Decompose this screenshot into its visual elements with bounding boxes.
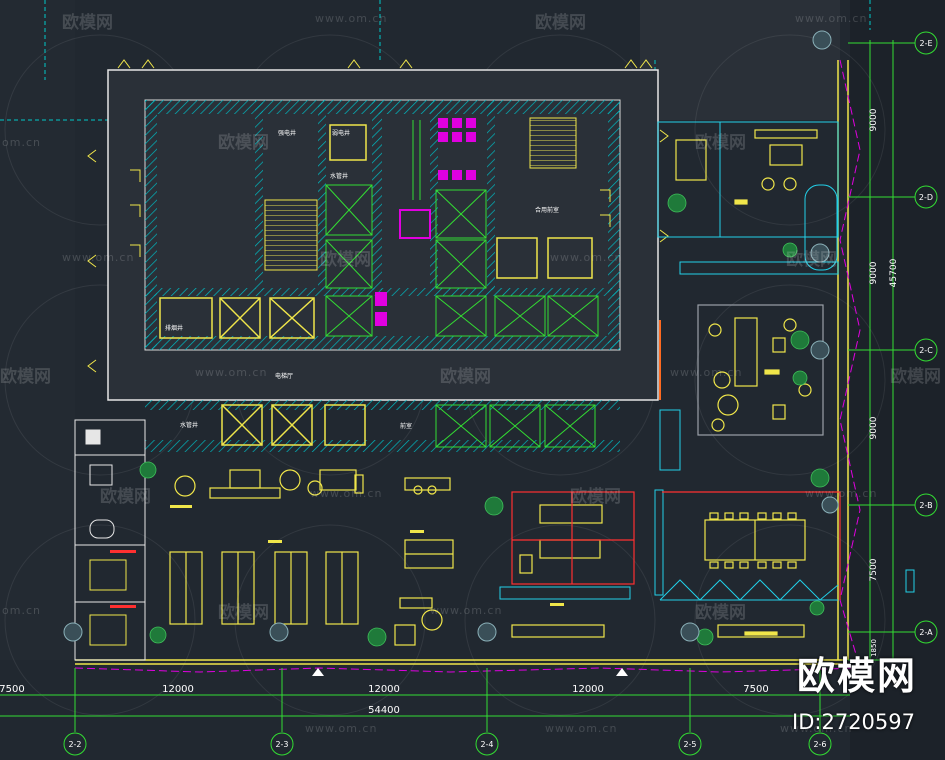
right-office-furniture [675,129,824,638]
axis-bubble-label: 2-4 [480,740,493,749]
watermark-url: www.om.cn [550,251,623,264]
axis-bubble-label: 2-5 [683,740,696,749]
right-axis-text: 2-E 2-D 2-C 2-B 2-A [919,39,933,637]
elevator-shafts [325,184,599,448]
core-room-labels: 合用前室 水管井 强电井 弱电井 电梯厅 排烟井 水管井 前室 [165,129,559,430]
left-red-markers [110,550,136,608]
left-service-rooms [74,419,146,661]
open-office-cyan-cabinet [499,409,681,600]
bottom-axis-bubbles [63,732,832,756]
right-axis-grid [848,40,915,661]
watermark-url: www.om.cn [305,722,378,735]
dimension-label: 1850 [870,639,878,657]
room-label: 电梯厅 [275,372,293,380]
axis-bubble-label: 2-E [919,39,932,48]
watermark-brand: 欧模网 [786,250,837,270]
watermark-brand: 欧模网 [440,367,491,387]
watermark-brand: 欧模网 [570,487,621,507]
dimension-label: 9000 [869,108,879,131]
magenta-equipment [375,118,476,326]
watermark-url: om.cn [2,136,41,149]
watermark-url: www.om.cn [670,366,743,379]
dimension-total: 54400 [368,705,400,716]
watermark-url: www.om.cn [195,366,268,379]
room-label: 前室 [400,422,412,430]
open-office-labels [170,505,564,606]
watermark-brand: 欧模网 [218,133,269,153]
watermark-brand: 欧模网 [320,250,371,270]
core-hatched-walls [145,100,620,452]
dimension-label: 7500 [0,684,25,695]
watermark-brand: 欧模网 [100,487,151,507]
open-office-furniture [169,469,605,646]
brand-badge-id: ID:2720597 [792,710,915,734]
room-label: 水管井 [180,421,198,429]
magenta-outline [74,59,861,673]
dimension-label: 9000 [869,416,879,439]
right-red-markers [662,491,841,600]
watermark-brand: 欧模网 [890,367,941,387]
axis-bubble-label: 2-3 [275,740,288,749]
watermark-brand: 欧模网 [695,133,746,153]
bottom-dimension-text: 7500 12000 12000 12000 7500 54400 [0,684,769,716]
watermark-url: www.om.cn [315,12,388,25]
dimension-label: 12000 [368,684,400,695]
shaft-boxes [159,124,593,446]
column-circles [63,30,839,642]
watermark-url: www.om.cn [545,722,618,735]
watermark-url: www.om.cn [62,251,135,264]
bottom-axis-text: 2-2 2-3 2-4 2-5 2-6 [68,740,826,749]
adjacent-building-area [640,0,840,120]
bottom-axis-grid [0,668,850,732]
room-label: 合用前室 [535,206,559,214]
bottom-entrance-arrows [312,668,628,676]
axis-bubble-label: 2-A [919,628,933,637]
staircase-right [529,117,577,169]
axis-bubble-label: 2-2 [68,740,81,749]
watermark-brand: 欧模网 [695,603,746,623]
plant-icons [139,193,830,647]
right-axis-bubbles [914,31,938,644]
door-symbols [87,59,669,373]
watermark-url: www.om.cn [805,487,878,500]
brand-badge-title: 欧模网 [796,654,917,698]
right-office-rooms [654,121,839,596]
room-label: 弱电井 [332,129,350,137]
green-lines [412,120,421,200]
watermark-url: www.om.cn [430,604,503,617]
dimension-label: 12000 [162,684,194,695]
dimension-total: 45700 [889,258,899,287]
dimension-label: 7500 [869,558,879,581]
watermark-brand: 欧模网 [0,367,51,387]
watermark-brand: 欧模网 [535,13,586,33]
right-zigzag-wall [659,579,839,601]
right-cyan-marker [905,569,915,593]
watermark-brand: 欧模网 [218,603,269,623]
watermark-brand: 欧模网 [62,13,113,33]
axis-bubble-label: 2-D [919,193,933,202]
right-dimension-text: 9000 9000 9000 7500 1850 45700 [869,108,899,657]
open-office-red-rooms [511,491,635,585]
axis-bubble-label: 2-C [919,346,933,355]
watermark-url: om.cn [2,604,41,617]
room-label: 排烟井 [165,324,183,332]
dimension-label: 12000 [572,684,604,695]
left-outside-area [0,0,75,660]
dimension-label: 9000 [869,261,879,284]
room-label: 强电井 [278,129,296,137]
dimension-label: 7500 [743,684,768,695]
staircase-left [264,199,318,271]
axis-bubble-label: 2-6 [813,740,826,749]
room-label: 水管井 [330,172,348,180]
watermark-url: www.om.cn [795,12,868,25]
axis-bubble-label: 2-B [919,501,932,510]
watermark-url: www.om.cn [780,722,853,735]
curtain-wall [75,60,849,665]
watermark-url: www.om.cn [310,487,383,500]
